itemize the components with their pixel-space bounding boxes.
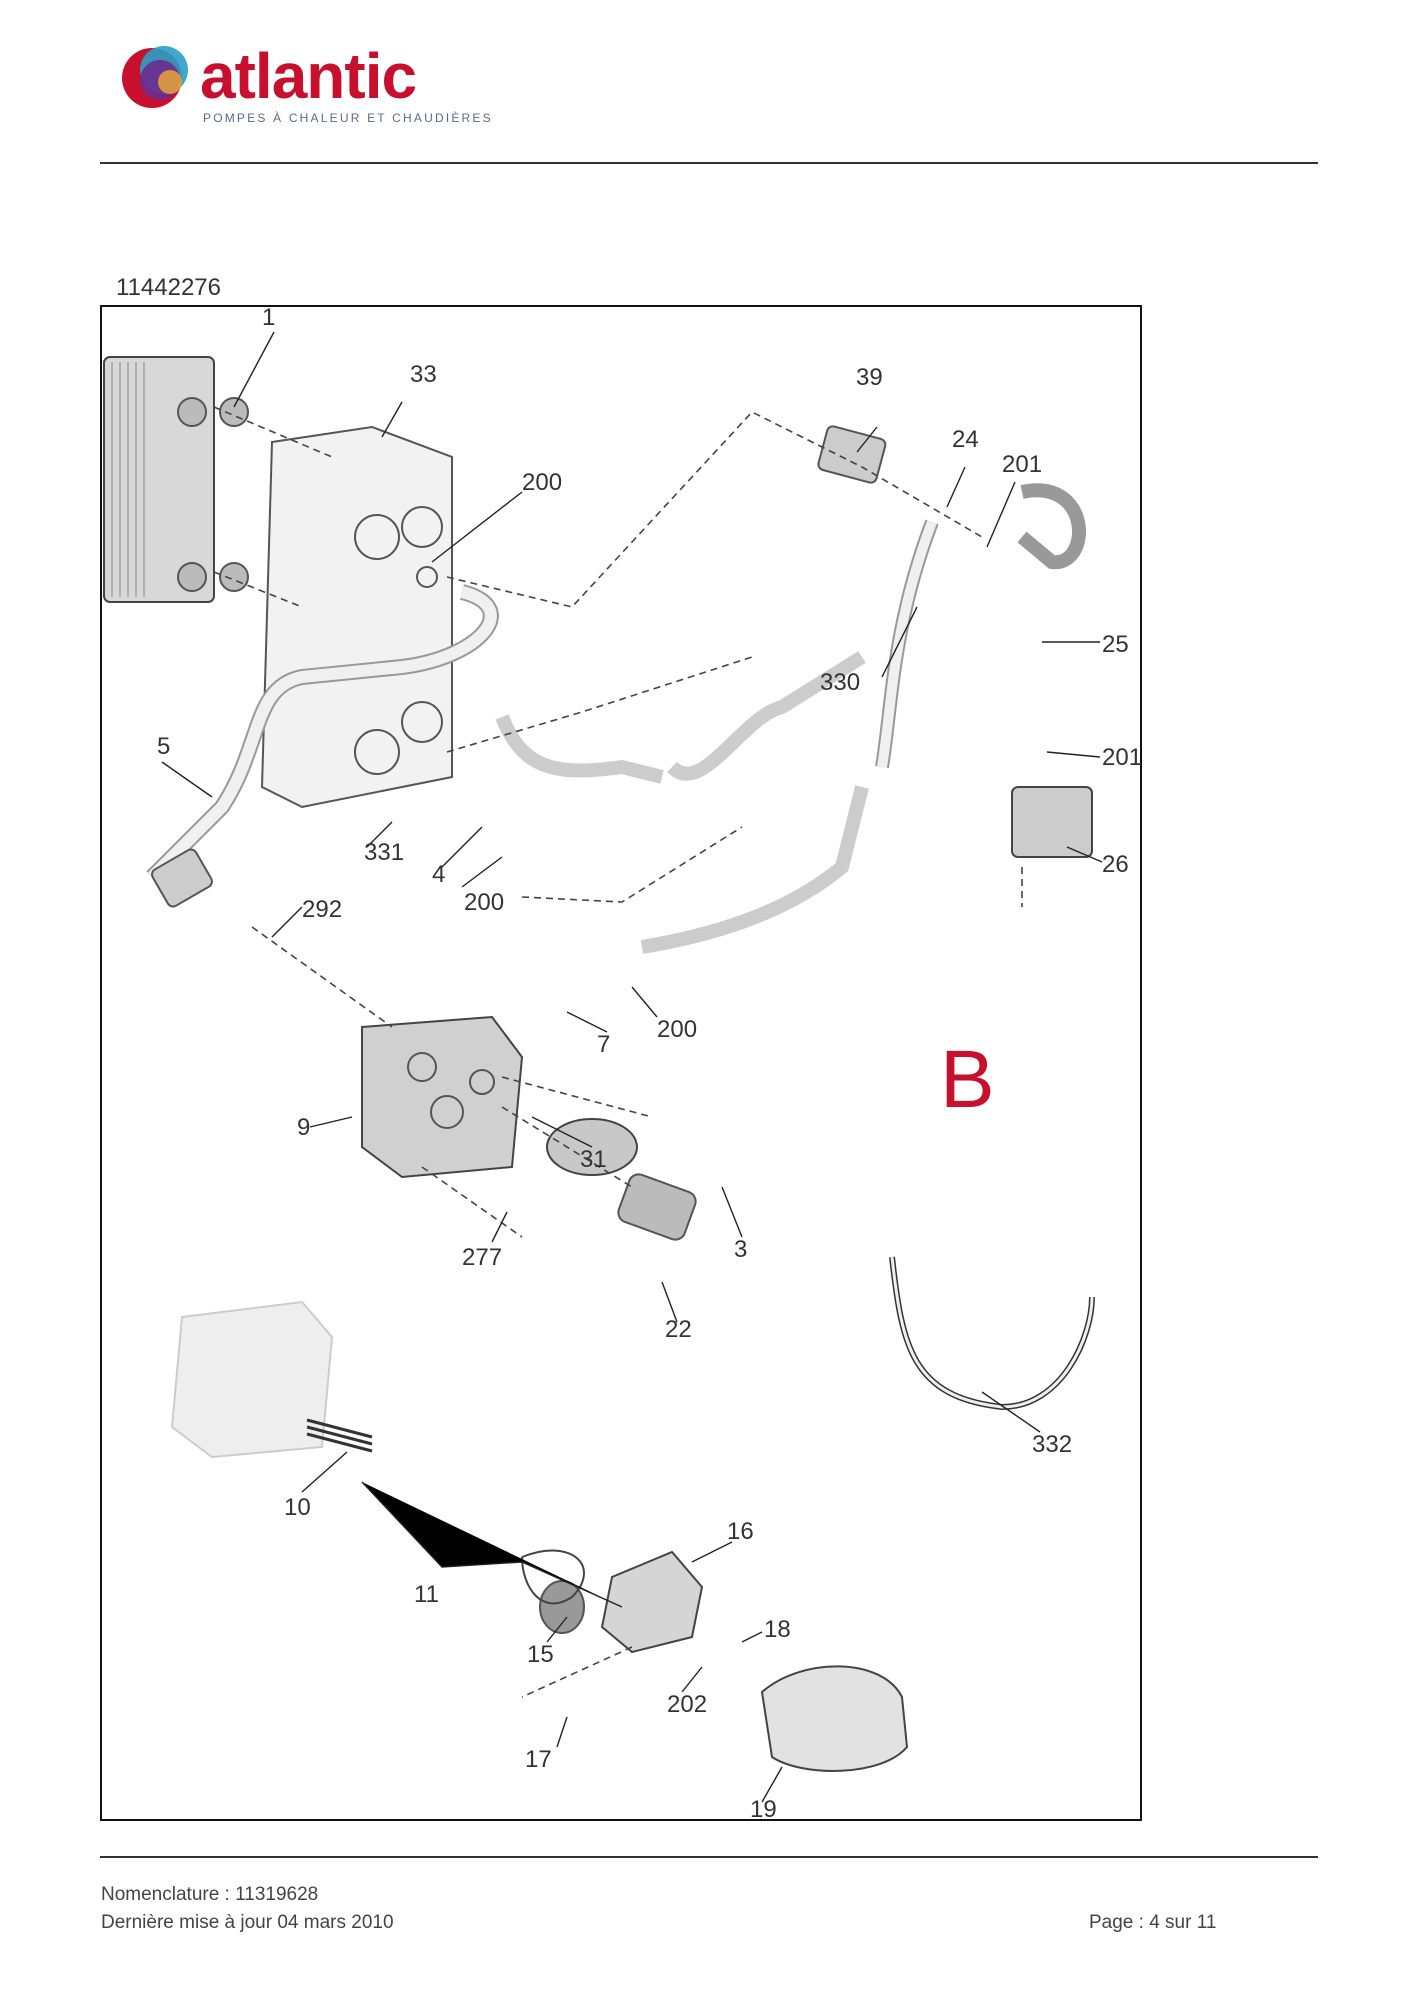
footer-rule	[100, 1856, 1318, 1858]
callout-202: 202	[667, 1691, 707, 1718]
callout-331: 331	[364, 839, 404, 866]
atlantic-logo	[122, 46, 188, 108]
document-number: 11442276	[116, 274, 221, 301]
callout-200-top: 200	[522, 469, 562, 496]
callout-277: 277	[462, 1244, 502, 1271]
header-rule	[100, 162, 1318, 164]
callout-25: 25	[1102, 631, 1129, 658]
exploded-parts-diagram: 1 33 39 24 201 200 25 330 5 331 4 201 26…	[100, 305, 1142, 1823]
callout-3: 3	[734, 1236, 747, 1263]
callout-332: 332	[1032, 1431, 1072, 1458]
callout-31: 31	[580, 1146, 607, 1173]
callout-5: 5	[157, 733, 170, 760]
section-letter: B	[940, 1034, 995, 1125]
callout-16: 16	[727, 1518, 754, 1545]
brand-name: atlantic	[200, 40, 417, 112]
callout-201-top: 201	[1002, 451, 1042, 478]
callout-24: 24	[952, 426, 979, 453]
callout-18: 18	[764, 1616, 791, 1643]
callout-17: 17	[525, 1746, 552, 1773]
footer-last-updated: Dernière mise à jour 04 mars 2010	[101, 1912, 394, 1933]
callout-1: 1	[262, 307, 275, 331]
callout-200-low: 200	[657, 1016, 697, 1043]
callout-39: 39	[856, 364, 883, 391]
footer-page-number: Page : 4 sur 11	[1089, 1912, 1217, 1933]
callout-10: 10	[284, 1494, 311, 1521]
callout-7: 7	[597, 1031, 610, 1058]
callout-200-mid: 200	[464, 889, 504, 916]
callout-11: 11	[414, 1581, 439, 1608]
callout-292: 292	[302, 896, 342, 923]
callout-9: 9	[297, 1114, 310, 1141]
callout-22: 22	[665, 1316, 692, 1343]
callout-19: 19	[750, 1796, 777, 1823]
callout-201-mid: 201	[1102, 744, 1142, 771]
brand-tagline: POMPES À CHALEUR ET CHAUDIÈRES	[203, 111, 493, 125]
footer-nomenclature: Nomenclature : 11319628	[101, 1884, 319, 1905]
callout-33: 33	[410, 361, 437, 388]
callout-330: 330	[820, 669, 860, 696]
callout-26: 26	[1102, 851, 1129, 878]
callout-4: 4	[432, 861, 445, 888]
callout-15: 15	[527, 1641, 554, 1668]
